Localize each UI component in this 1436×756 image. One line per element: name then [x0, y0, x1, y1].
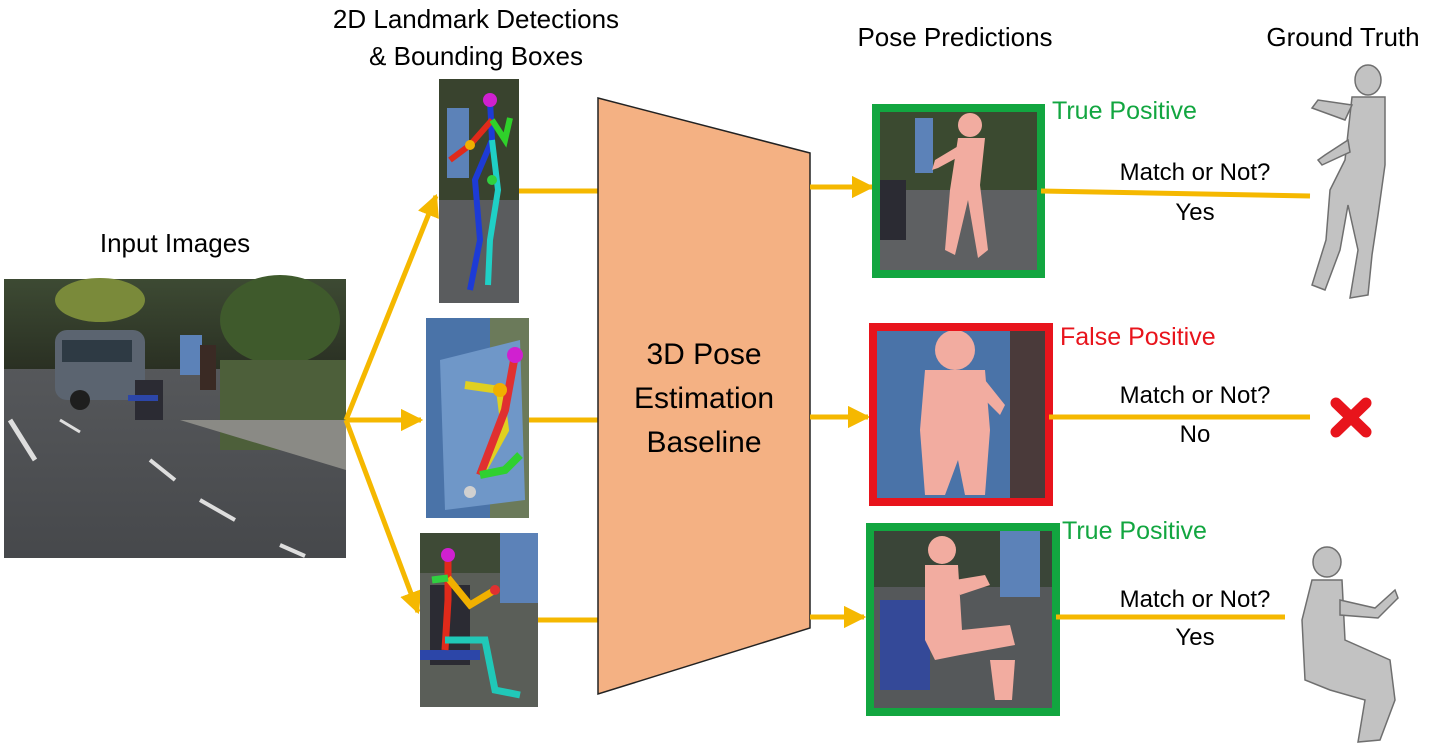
crop-to-baseline-arrows — [519, 188, 598, 623]
baseline-line1: 3D Pose — [646, 338, 762, 371]
reject-x-icon — [1330, 397, 1372, 438]
header-input-images: Input Images — [99, 228, 251, 258]
ground-truth-mesh-figure-2 — [1301, 546, 1399, 743]
match-answer-3: Yes — [1175, 624, 1215, 651]
baseline-to-prediction-arrows — [810, 175, 875, 629]
status-label-2: False Positive — [1060, 323, 1216, 351]
baseline-line2: Estimation — [633, 382, 775, 415]
match-question-2: Match or Not? — [1119, 382, 1271, 409]
status-label-1: True Positive — [1052, 97, 1197, 125]
match-question-3: Match or Not? — [1119, 586, 1271, 613]
fan-out-arrows — [343, 193, 439, 615]
header-pose-predictions: Pose Predictions — [857, 22, 1053, 52]
baseline-line3: Baseline — [646, 426, 762, 459]
header-ground-truth: Ground Truth — [1266, 22, 1420, 52]
baseline-block — [597, 97, 811, 696]
status-label-3: True Positive — [1062, 517, 1207, 545]
header-landmark-line1: 2D Landmark Detections — [332, 4, 620, 34]
ground-truth-mesh-figure-1 — [1310, 64, 1386, 299]
pose-prediction-image-1 — [872, 104, 1045, 278]
match-answer-2: No — [1179, 421, 1211, 448]
landmark-crop-3 — [420, 533, 538, 707]
header-landmark-line2: & Bounding Boxes — [369, 41, 583, 71]
match-question-1: Match or Not? — [1119, 159, 1271, 186]
input-photo — [4, 275, 346, 558]
match-answer-1: Yes — [1175, 199, 1215, 226]
landmark-crop-2 — [426, 318, 529, 518]
match-lines — [1040, 188, 1311, 620]
pose-prediction-image-2 — [869, 323, 1053, 506]
landmark-crop-1 — [439, 79, 519, 303]
pose-prediction-image-3 — [866, 523, 1060, 716]
